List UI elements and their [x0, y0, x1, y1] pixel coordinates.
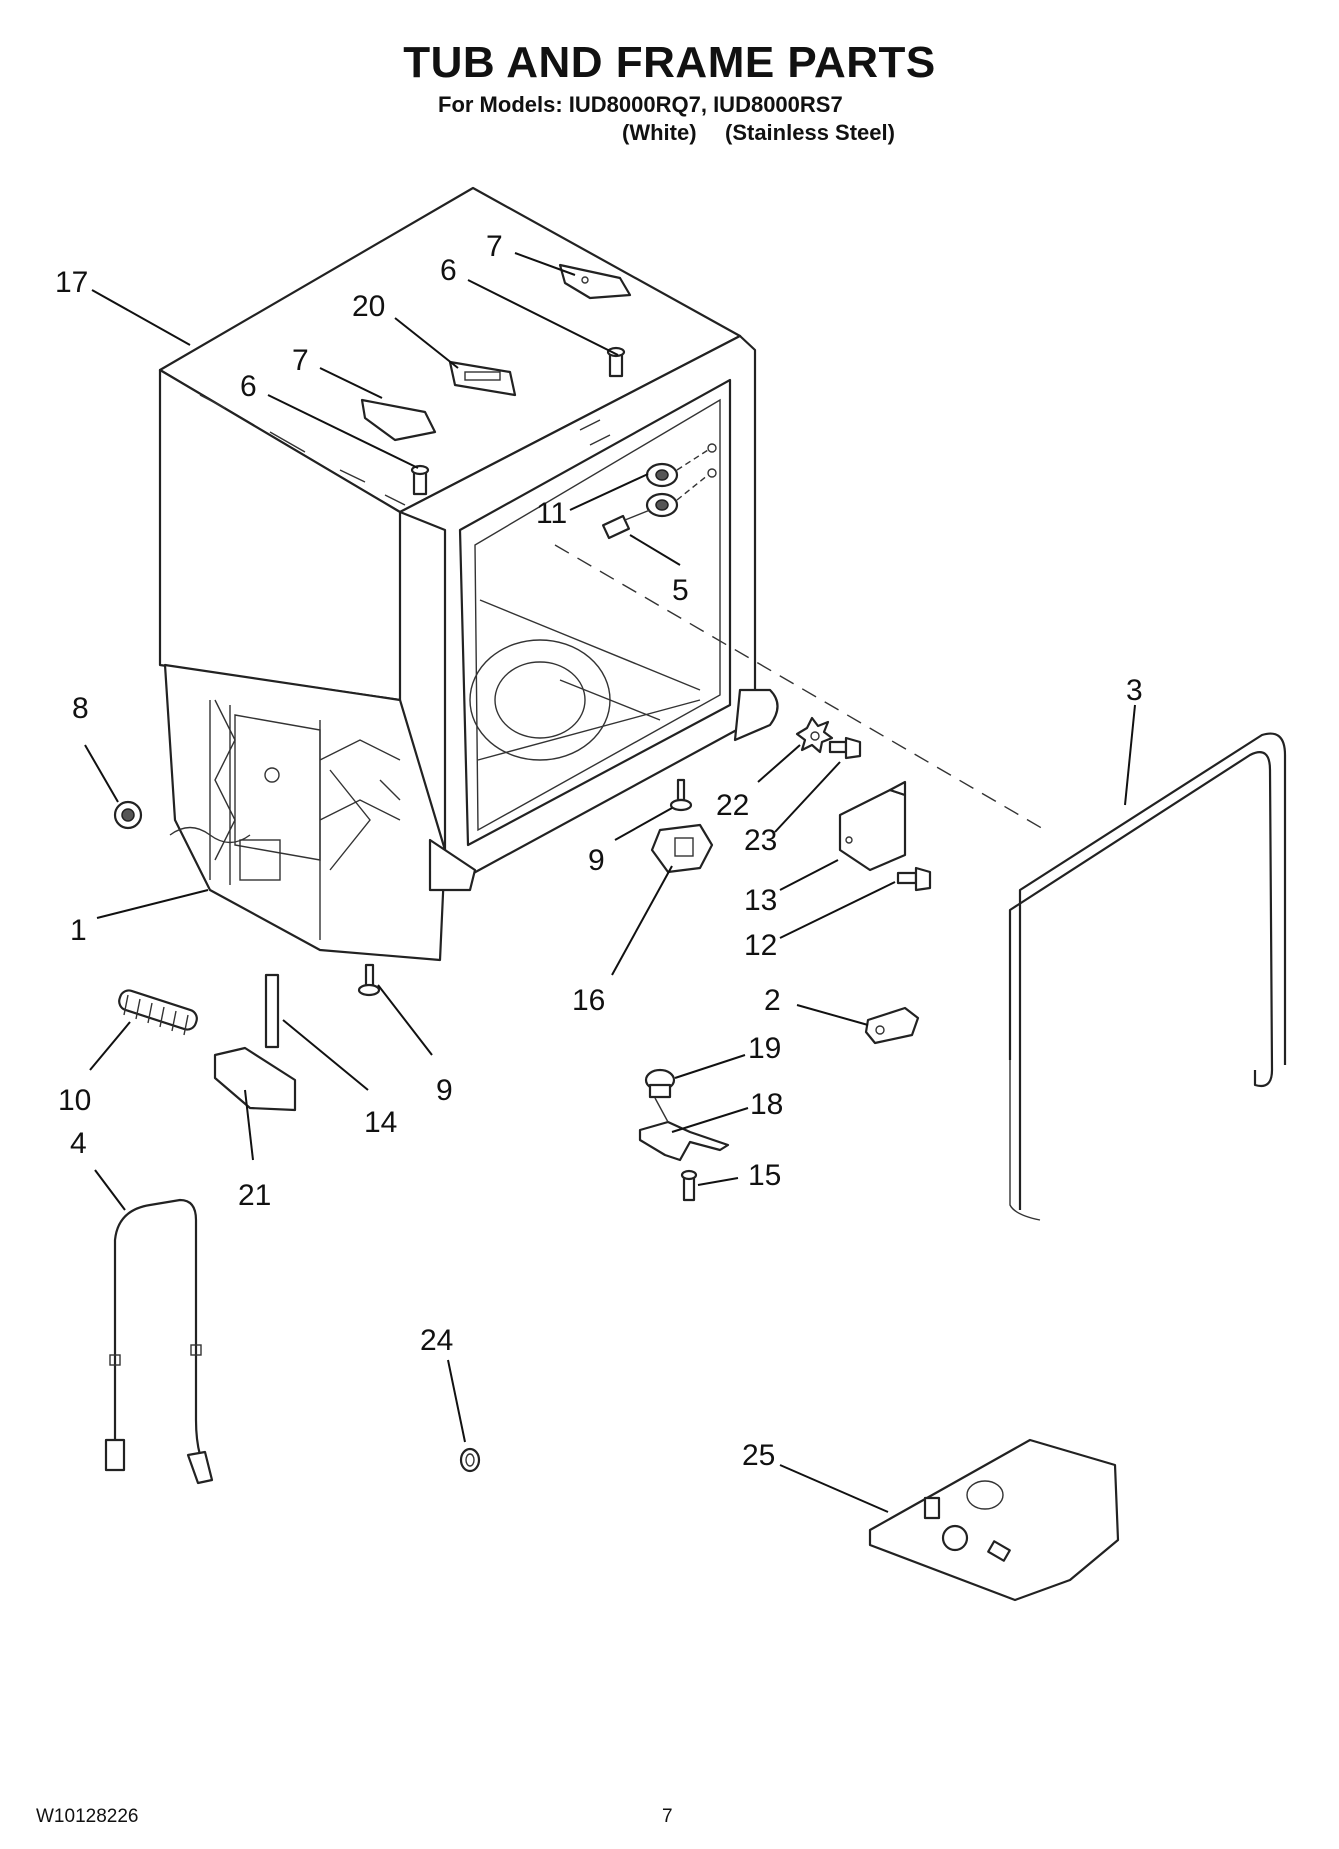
star-washer	[795, 716, 834, 754]
callout-14: 14	[364, 1106, 397, 1139]
callout-7-upper: 7	[486, 230, 503, 263]
callout-2: 2	[764, 984, 781, 1017]
models-subtitle: For Models: IUD8000RQ7, IUD8000RS7	[438, 92, 843, 117]
leader-lines	[84, 252, 1136, 1513]
bracket-screw	[828, 736, 862, 760]
roller-screw	[601, 509, 651, 540]
variant-white: (White)	[622, 120, 697, 145]
insulation-pad	[213, 1046, 297, 1112]
variant-stainless: (Stainless Steel)	[725, 120, 895, 145]
callout-13: 13	[744, 884, 777, 917]
rack-rollers	[645, 443, 717, 518]
mounting-screw	[896, 866, 932, 892]
insulation-strip	[264, 973, 280, 1049]
callout-9-upper: 9	[588, 844, 605, 877]
callout-21: 21	[238, 1179, 271, 1212]
page-number: 7	[662, 1806, 673, 1827]
power-cord	[104, 1198, 214, 1485]
callout-22: 22	[716, 789, 749, 822]
callout-7-lower: 7	[292, 344, 309, 377]
door-gasket	[1008, 732, 1287, 1221]
page-title: TUB AND FRAME PARTS	[403, 38, 936, 87]
callout-19: 19	[748, 1032, 781, 1065]
document-number: W10128226	[36, 1806, 139, 1827]
leveling-leg-upper	[669, 778, 693, 812]
screw-lower	[410, 464, 430, 496]
thermostat	[644, 1068, 676, 1099]
callout-12: 12	[744, 929, 777, 962]
callout-17: 17	[55, 266, 88, 299]
frame-clip	[448, 360, 517, 397]
callout-5: 5	[672, 574, 689, 607]
callout-11: 11	[536, 497, 567, 530]
callout-1: 1	[70, 914, 87, 947]
callout-18: 18	[750, 1088, 783, 1121]
callout-15: 15	[748, 1159, 781, 1192]
callout-8: 8	[72, 692, 89, 725]
hinge-bracket-lower	[360, 398, 437, 442]
callout-4: 4	[70, 1127, 87, 1160]
callout-6-upper: 6	[440, 254, 457, 287]
hinge-bracket-upper	[558, 263, 632, 300]
callout-6-lower: 6	[240, 370, 257, 403]
callout-20: 20	[352, 290, 385, 323]
callout-16: 16	[572, 984, 605, 1017]
leveling-leg-lower	[357, 963, 381, 997]
hose-clamp	[459, 1447, 481, 1473]
screw-upper	[606, 346, 626, 378]
callout-labels: 17 7 6 20 7 6 11 5 8 3 22 23 9 13 1 12 1…	[55, 230, 1143, 1472]
mounting-bracket	[838, 780, 907, 872]
callout-23: 23	[744, 824, 777, 857]
spring	[118, 989, 198, 1036]
callout-25: 25	[742, 1439, 775, 1472]
bracket-mount-screw	[680, 1169, 698, 1202]
drain-plug	[113, 800, 143, 830]
spring-clip	[650, 823, 714, 874]
door-latch-bracket	[864, 1006, 920, 1045]
callout-3: 3	[1126, 674, 1143, 707]
callout-24: 24	[420, 1324, 453, 1357]
callout-9-lower: 9	[436, 1074, 453, 1107]
callout-10: 10	[58, 1084, 91, 1117]
thermostat-bracket	[638, 1097, 730, 1162]
parts-bag	[868, 1438, 1120, 1602]
